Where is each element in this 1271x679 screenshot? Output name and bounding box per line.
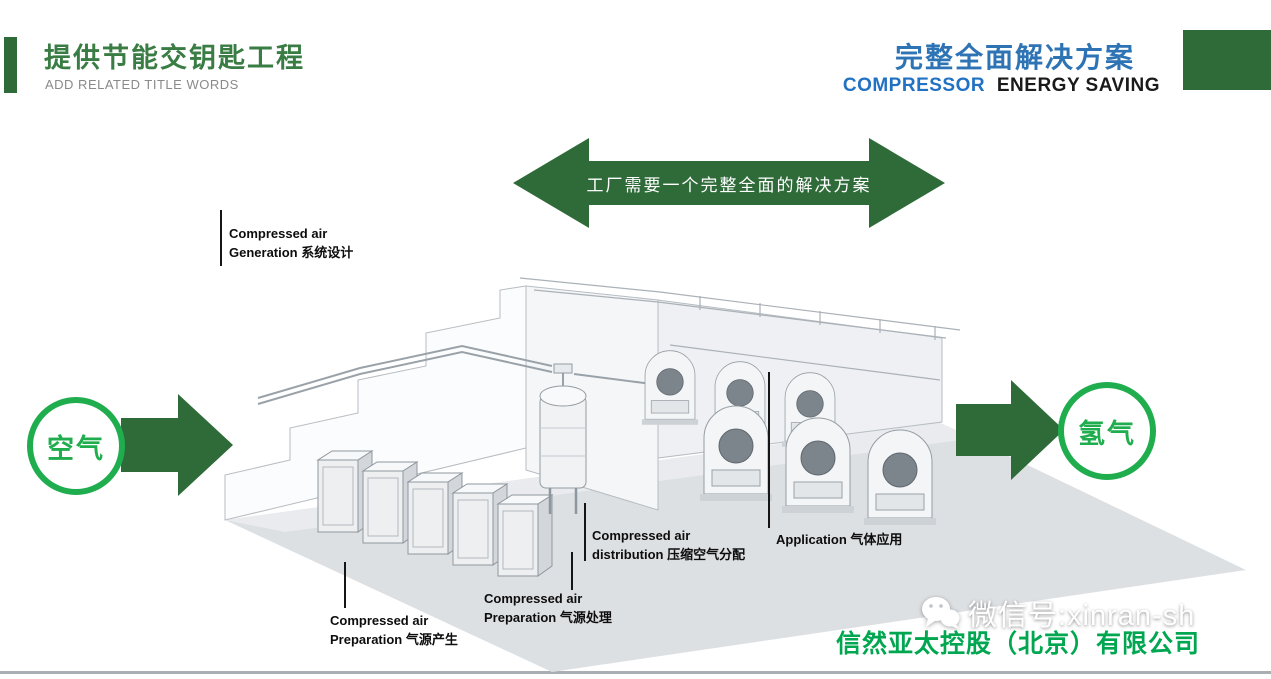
callout-generation: Compressed air Generation 系统设计 [229, 224, 353, 262]
factory-illustration [224, 277, 1246, 672]
callout-line-application [768, 372, 770, 528]
banner-text: 工厂需要一个完整全面的解决方案 [586, 175, 872, 195]
compressor-front-row [700, 405, 936, 525]
callout-generation-line2: Generation 系统设计 [229, 245, 354, 260]
right-subtitle: COMPRESSOR ENERGY SAVING [843, 75, 1160, 97]
callout-generation-line1: Compressed air [229, 226, 328, 241]
hydrogen-label: 氢气 [1078, 418, 1136, 449]
factory-floor [225, 422, 1246, 672]
callout-prep-treatment-line1: Compressed air [484, 591, 583, 606]
right-subtitle-energy-saving: ENERGY SAVING [996, 75, 1160, 96]
callout-line-distribution [584, 503, 586, 561]
watermark: 微信号:xinran-sh [920, 592, 1195, 634]
hydrogen-circle: 氢气 [1058, 382, 1156, 480]
callout-line-prep-generation [344, 562, 346, 608]
right-subtitle-compressor: COMPRESSOR [842, 75, 986, 96]
bottom-divider [0, 671, 1271, 674]
callout-distribution: Compressed air distribution 压缩空气分配 [592, 526, 745, 564]
pipework [257, 344, 653, 405]
callout-application: Application 气体应用 [776, 530, 902, 549]
header-accent-bar [4, 37, 17, 93]
right-title: 完整全面解决方案 [894, 43, 1135, 74]
callout-prep-generation-line2: Preparation 气源产生 [330, 632, 458, 647]
callout-distribution-line2: distribution 压缩空气分配 [592, 547, 746, 562]
callout-line-prep-treatment [571, 552, 573, 590]
callout-prep-treatment: Compressed air Preparation 气源处理 [484, 589, 612, 627]
callout-prep-generation: Compressed air Preparation 气源产生 [330, 611, 458, 649]
flow-arrow-right [956, 380, 1064, 480]
flow-arrow-left [121, 394, 233, 496]
callout-distribution-line1: Compressed air [592, 528, 691, 543]
callout-prep-treatment-line2: Preparation 气源处理 [484, 610, 612, 625]
company-name: 信然亚太控股（北京）有限公司 [836, 630, 1201, 658]
page-subtitle: ADD RELATED TITLE WORDS [45, 77, 239, 92]
watermark-text: 微信号:xinran-sh [968, 600, 1196, 632]
header-corner-block [1183, 30, 1271, 90]
wechat-icon [922, 597, 960, 629]
air-circle: 空气 [27, 397, 125, 495]
air-receiver-tank [539, 363, 587, 514]
page-title: 提供节能交钥匙工程 [44, 43, 305, 73]
callout-line-generation [220, 210, 222, 266]
callout-application-line1: Application 气体应用 [776, 532, 903, 547]
roof-trusses [519, 277, 961, 381]
cabinet-row [316, 450, 554, 577]
air-label: 空气 [47, 433, 105, 464]
callout-prep-generation-line1: Compressed air [330, 613, 429, 628]
double-arrow-banner [513, 138, 945, 228]
